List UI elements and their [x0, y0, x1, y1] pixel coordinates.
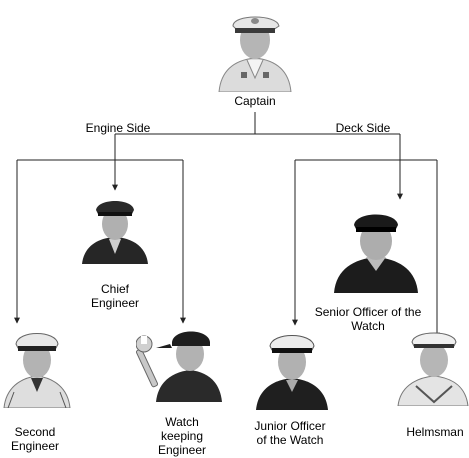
- captain-label: Captain: [234, 94, 276, 108]
- helmsman-icon: [397, 332, 469, 406]
- second-engineer-label-line1: Second: [14, 425, 56, 439]
- second-engineer-label-line2: Engineer: [10, 439, 60, 453]
- engine-side-label: Engine Side: [85, 121, 151, 135]
- senior-officer-label-line2: Watch: [351, 319, 385, 333]
- junior-officer-icon: [256, 335, 328, 410]
- deck-side-label: Deck Side: [335, 121, 391, 135]
- junior-officer-label-line1: Junior Officer: [254, 419, 326, 433]
- chief-engineer-label-line1: Chief: [100, 282, 129, 296]
- watch-keeping-label-line2: keeping: [160, 429, 204, 443]
- watch-keeping-label-line3: Engineer: [157, 443, 207, 457]
- chief-engineer-label-line2: Engineer: [90, 296, 140, 310]
- junior-officer-label-line2: of the Watch: [256, 433, 324, 447]
- watch-keeping-engineer-icon: [136, 331, 222, 402]
- helmsman-label: Helmsman: [406, 425, 464, 439]
- second-engineer-icon: [3, 333, 71, 408]
- senior-officer-label-line1: Senior Officer of the: [314, 305, 422, 319]
- captain-icon: [218, 16, 292, 92]
- watch-keeping-label-line1: Watch: [165, 415, 199, 429]
- senior-officer-icon: [334, 214, 418, 293]
- chief-engineer-icon: [82, 201, 148, 264]
- wrench-icon: [136, 335, 159, 388]
